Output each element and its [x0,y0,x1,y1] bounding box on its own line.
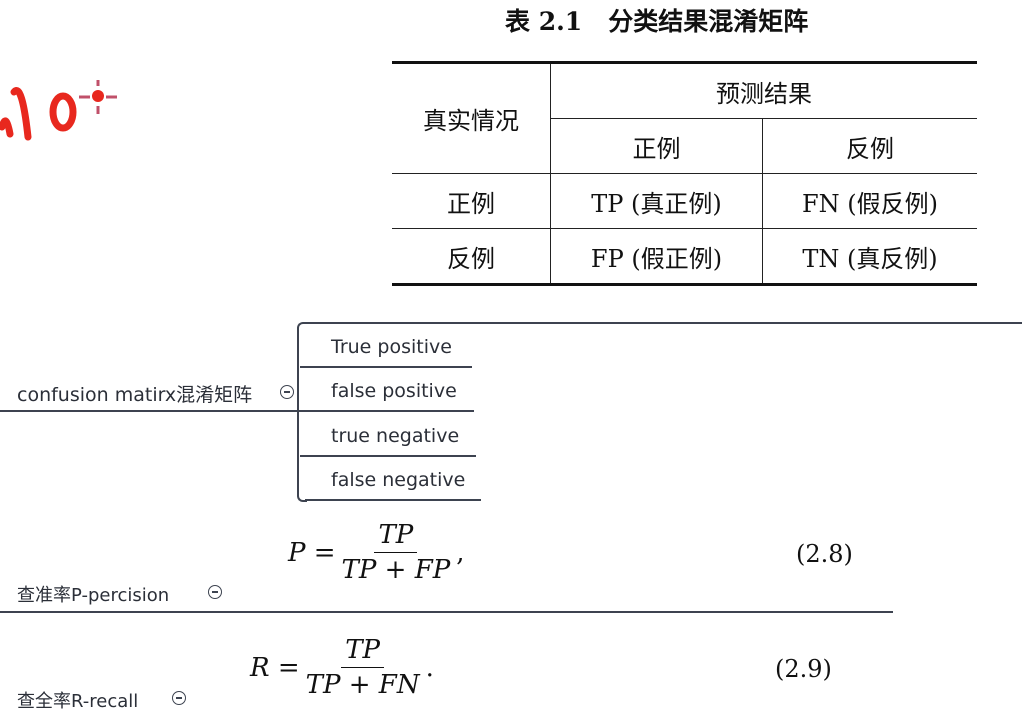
formula-numerator: TP [341,635,385,668]
formula-punct: , [456,537,465,568]
row-label: 反例 [392,228,551,285]
collapse-toggle-icon[interactable] [172,691,186,705]
topic-underline [0,611,893,613]
table-cell: TP (真正例) [550,173,763,229]
branch-connector [297,322,307,502]
child-underline [300,455,476,457]
child-underline [305,499,481,501]
child-false-negative[interactable]: false negative [331,469,466,491]
child-underline [300,366,472,368]
formula-numerator: TP [374,520,418,553]
equation-number: (2.9) [775,655,832,683]
child-true-negative[interactable]: true negative [331,425,460,447]
header-col-negative: 反例 [762,118,977,174]
collapse-toggle-icon[interactable] [208,585,222,599]
child-false-positive[interactable]: false positive [331,380,457,402]
child-underline [300,410,474,412]
formula-punct: . [425,652,434,683]
formula-lhs: P = [288,537,336,568]
topic-underline [0,410,300,412]
topic-recall[interactable]: 查全率R-recall [17,691,139,712]
formula-lhs: R = [250,652,300,683]
table-cell: FN (假反例) [762,173,977,229]
topic-precision[interactable]: 查准率P-percision [17,585,170,606]
formula-denominator: TP + FN [305,670,420,700]
child-true-positive[interactable]: True positive [331,336,452,358]
topic-confusion-matrix[interactable]: confusion matirx混淆矩阵 [17,384,253,406]
collapse-toggle-icon[interactable] [280,385,294,399]
handwritten-annotation [0,72,120,147]
header-actual: 真实情况 [392,62,551,174]
header-predicted: 预测结果 [550,62,977,119]
header-col-positive: 正例 [550,118,763,174]
formula-denominator: TP + FP [341,555,451,585]
handwritten-annotation-drawing [0,80,117,141]
confusion-matrix-table: 真实情况 预测结果 正例 反例 正例 TP (真正例) FN (假反例) 反例 … [392,61,977,286]
table-cell: FP (假正例) [550,228,763,285]
branch-top-line [305,322,1022,324]
table-cell: TN (真反例) [762,228,977,285]
table-row: 反例 FP (假正例) TN (真反例) [392,228,977,285]
row-label: 正例 [392,173,551,229]
table-title: 表 2.1 分类结果混淆矩阵 [505,7,809,36]
equation-number: (2.8) [796,540,853,568]
table-row: 正例 TP (真正例) FN (假反例) [392,173,977,229]
